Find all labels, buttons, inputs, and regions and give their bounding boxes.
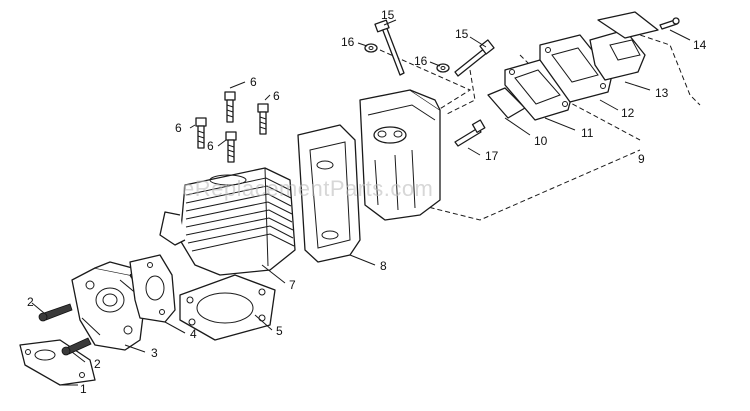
assembly-dash-lines [379, 24, 701, 221]
callout-2-lower: 2 [94, 357, 101, 371]
callout-17: 17 [485, 149, 499, 163]
part-13-bracket [589, 11, 659, 81]
part-12-cover-plate [539, 34, 613, 103]
part-14-screw [659, 17, 680, 30]
callout-15-right: 15 [455, 27, 469, 41]
callout-2-upper: 2 [27, 295, 34, 309]
part-6-bolt-c [195, 117, 207, 149]
callout-11: 11 [581, 126, 594, 140]
callout-labels: 1 2 2 3 4 5 6 6 6 6 7 8 9 10 11 12 13 14… [27, 8, 707, 396]
callout-1: 1 [80, 382, 87, 396]
part-15-bolt-a [374, 19, 405, 76]
callout-13: 13 [655, 86, 669, 100]
callout-6-top: 6 [250, 75, 257, 89]
callout-16-left: 16 [341, 35, 355, 49]
callout-16-right: 16 [414, 54, 428, 68]
part-3-carburetor [71, 261, 146, 351]
callout-3: 3 [151, 346, 158, 360]
callout-8: 8 [380, 259, 387, 273]
callout-6-right: 6 [273, 89, 280, 103]
callout-9: 9 [638, 152, 645, 166]
part-17-bolt [454, 119, 486, 147]
part-4-gasket [129, 254, 176, 323]
callout-6-left: 6 [175, 121, 182, 135]
part-8-heat-shield [297, 124, 361, 263]
callout-4: 4 [190, 327, 197, 341]
part-16-washer-a [364, 43, 378, 53]
part-15-bolt-b [454, 39, 495, 77]
callout-10: 10 [534, 134, 548, 148]
part-6-bolt-a [224, 91, 236, 123]
muffler-body [359, 89, 441, 221]
callout-12: 12 [621, 106, 635, 120]
part-5-gasket [179, 274, 276, 341]
leader-lines [31, 19, 691, 386]
callout-14: 14 [693, 38, 707, 52]
callout-5: 5 [276, 324, 283, 338]
part-7-cylinder [159, 167, 296, 276]
part-1-gasket [19, 339, 96, 386]
callout-15-left: 15 [381, 8, 395, 22]
watermark-text: eReplacementParts.com [182, 176, 433, 201]
part-2-screw-upper [38, 303, 73, 322]
part-6-bolt-b [257, 103, 269, 135]
callout-6-bottom: 6 [207, 139, 214, 153]
callout-7: 7 [289, 278, 296, 292]
part-2-screw-lower [61, 337, 92, 356]
part-6-bolt-d [225, 131, 237, 163]
